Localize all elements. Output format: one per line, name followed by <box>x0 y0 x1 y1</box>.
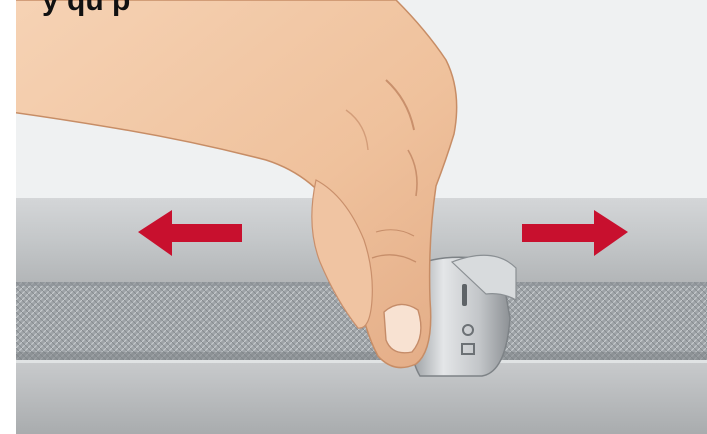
band-lower-surface <box>16 360 707 434</box>
caption-text: y qu p <box>42 0 130 16</box>
watch-band-illustration <box>16 0 707 434</box>
illustration-frame: y qu p <box>16 0 707 434</box>
